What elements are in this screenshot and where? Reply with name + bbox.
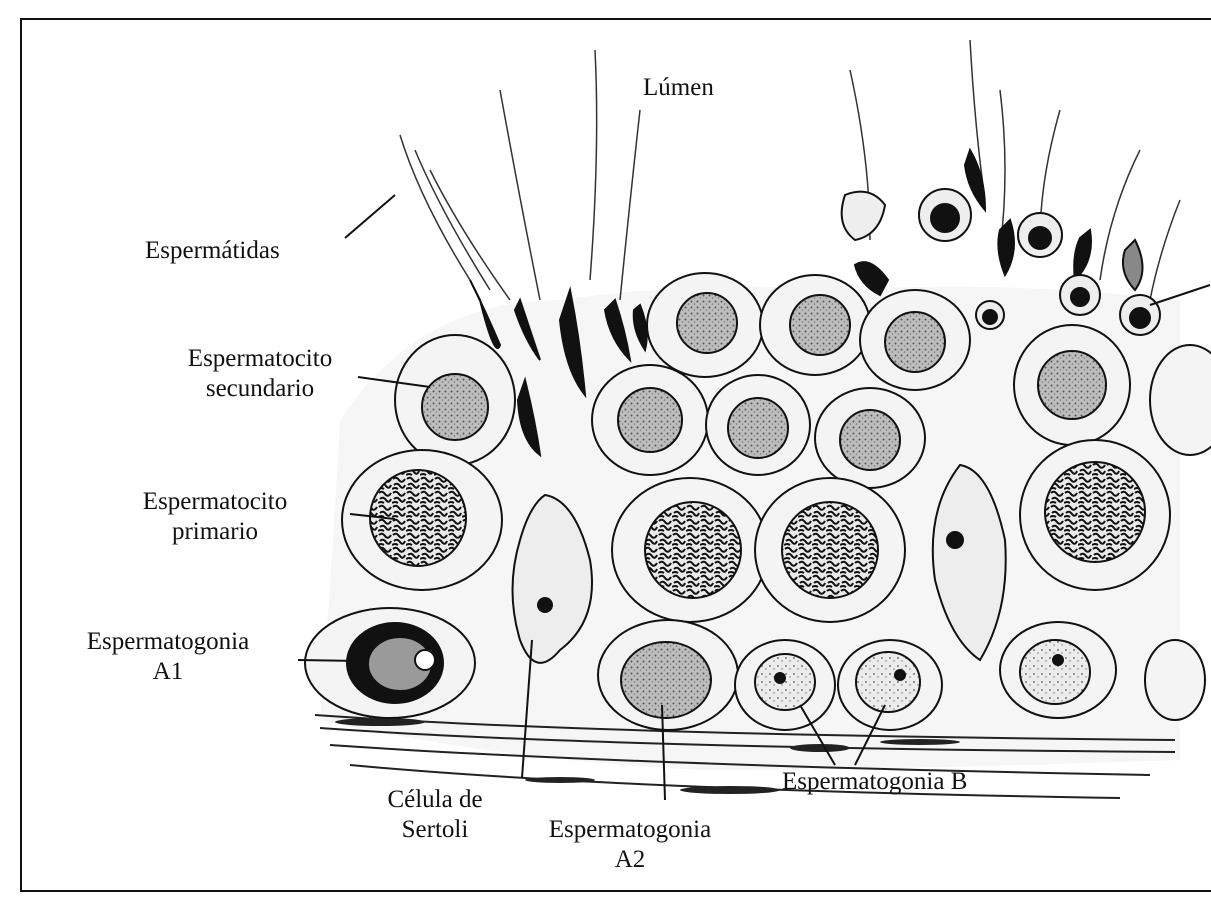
label-espermatogonia-b: Espermatogonia B [782,767,967,797]
label-espermatocito-primario-line2: primario [115,517,315,547]
label-espermatogonia-a1-line2: A1 [68,657,268,687]
label-celula-sertoli-line2: Sertoli [345,815,525,845]
label-espermatocito-primario: Espermatocito primario [115,487,315,547]
label-lumen: Lúmen [643,73,714,103]
label-espermatogonia-a2-line1: Espermatogonia [530,815,730,845]
label-espermatogonia-a2-line2: A2 [530,845,730,875]
label-espermatocito-secundario-line1: Espermatocito [160,344,360,374]
label-espermatogonia-a2: Espermatogonia A2 [530,815,730,875]
label-celula-sertoli-line1: Célula de [345,785,525,815]
label-celula-sertoli: Célula de Sertoli [345,785,525,845]
label-espermatidas: Espermátidas [145,236,280,266]
label-espermatocito-primario-line1: Espermatocito [115,487,315,517]
label-espermatogonia-a1-line1: Espermatogonia [68,627,268,657]
label-espermatocito-secundario-line2: secundario [160,374,360,404]
label-espermatocito-secundario: Espermatocito secundario [160,344,360,404]
sperm-tails [400,40,1180,300]
label-espermatogonia-a1: Espermatogonia A1 [68,627,268,687]
